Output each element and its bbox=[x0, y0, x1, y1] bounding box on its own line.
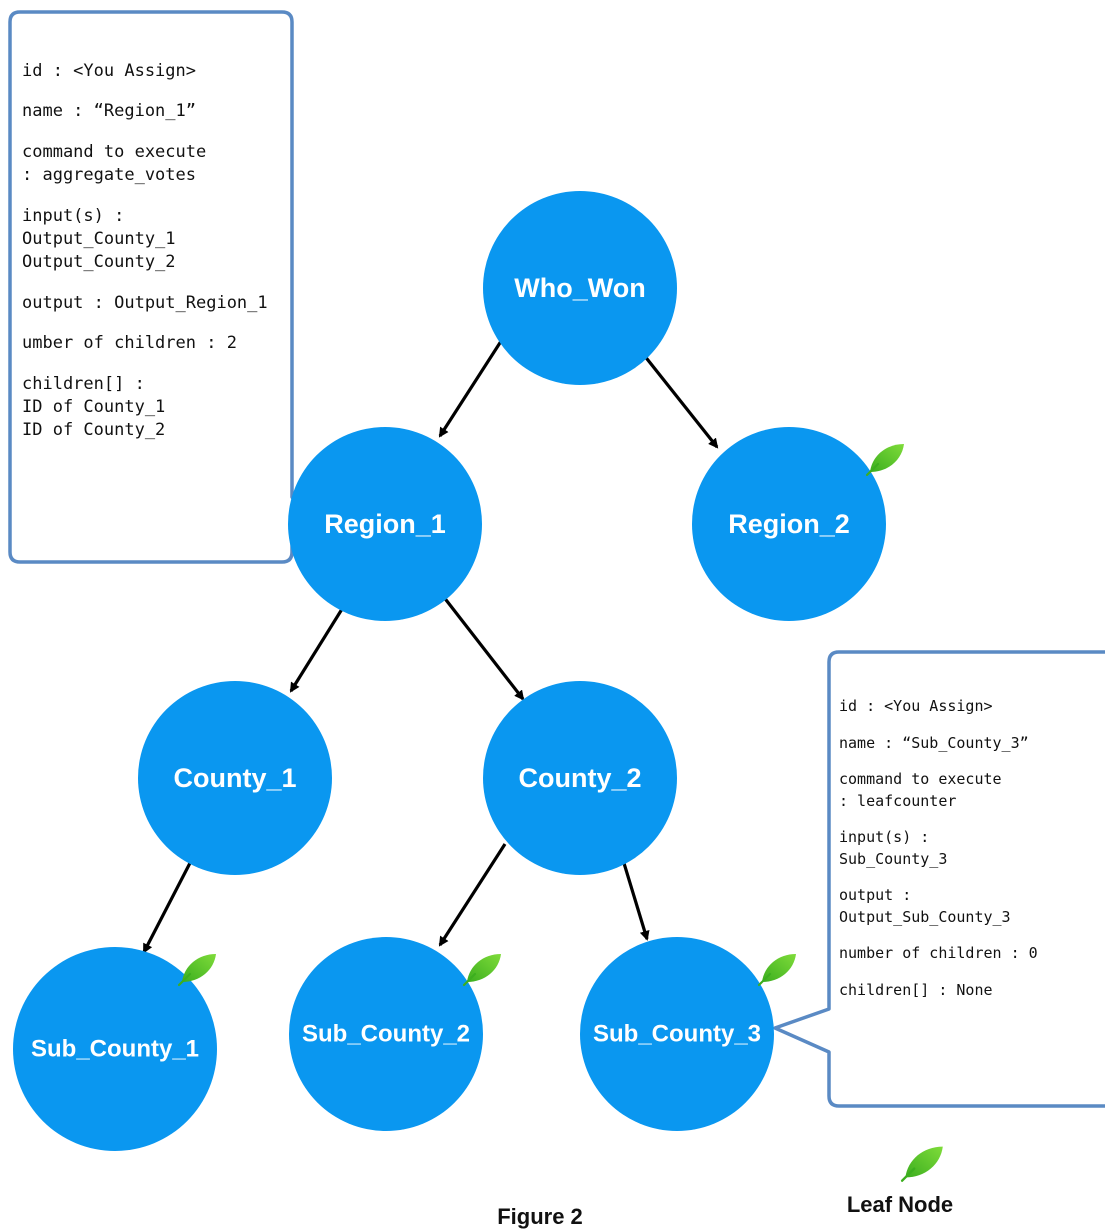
leaf-icon-region-2 bbox=[865, 442, 906, 477]
callout-line: children[] : bbox=[22, 373, 145, 394]
legend-leaf-icon bbox=[900, 1145, 945, 1182]
callout-line bbox=[839, 928, 1038, 943]
callout-line: output : Output_Region_1 bbox=[22, 292, 268, 313]
node-region-2: Region_2 bbox=[692, 427, 886, 621]
callout-line: children[] : None bbox=[839, 980, 993, 999]
node-county-2: County_2 bbox=[483, 681, 677, 875]
edge-who-won-region-2 bbox=[634, 344, 719, 449]
callout-line bbox=[839, 718, 1038, 733]
node-sub-county-3: Sub_County_3 bbox=[580, 937, 774, 1131]
callout-line bbox=[22, 124, 268, 141]
callout-line: id : <You Assign> bbox=[839, 697, 993, 715]
callout-line bbox=[839, 754, 1038, 769]
edge-county-1-sub-county-1 bbox=[142, 862, 192, 954]
figure-caption: Figure 2 bbox=[497, 1204, 583, 1229]
edge-county-2-sub-county-2 bbox=[438, 843, 507, 947]
node-sub-county-1: Sub_County_1 bbox=[13, 947, 217, 1151]
edge-county-2-sub-county-3 bbox=[618, 849, 650, 941]
callout-line bbox=[839, 812, 1038, 827]
sub-county-3-callout-box bbox=[773, 650, 1105, 1108]
node-region-2-label: Region_2 bbox=[728, 509, 850, 539]
callout-line: Output_County_1 bbox=[22, 229, 176, 250]
callout-line: name : “Region_1” bbox=[22, 101, 196, 122]
node-sub-county-2: Sub_County_2 bbox=[289, 937, 483, 1131]
node-county-1-label: County_1 bbox=[173, 763, 296, 793]
node-who-won-label: Who_Won bbox=[514, 273, 645, 303]
callout-line bbox=[22, 188, 268, 205]
leaf-icon-sub-county-1 bbox=[177, 952, 218, 987]
callout-line bbox=[22, 356, 268, 373]
callout-line: name : “Sub_County_3” bbox=[839, 733, 1029, 752]
node-who-won: Who_Won bbox=[483, 191, 677, 385]
callout-line bbox=[22, 315, 268, 332]
node-region-1-label: Region_1 bbox=[324, 509, 446, 539]
callout-line: input(s) : bbox=[839, 828, 930, 846]
callout-line: Output_County_2 bbox=[22, 252, 176, 273]
callout-line: Output_Sub_County_3 bbox=[839, 907, 1011, 926]
node-county-1: County_1 bbox=[138, 681, 332, 875]
node-sub-county-2-label: Sub_County_2 bbox=[302, 1021, 470, 1048]
callout-line: Sub_County_3 bbox=[839, 849, 948, 868]
callout-line: output : bbox=[839, 886, 912, 904]
node-sub-county-3-label: Sub_County_3 bbox=[593, 1021, 761, 1048]
node-region-1: Region_1 bbox=[288, 427, 482, 621]
callout-line: : leafcounter bbox=[839, 791, 957, 810]
callout-line: : aggregate_votes bbox=[22, 165, 196, 186]
leaf-node-legend-label: Leaf Node bbox=[846, 1192, 954, 1217]
leaf-icon-sub-county-3 bbox=[757, 952, 798, 987]
callout-line: ID of County_2 bbox=[22, 420, 166, 441]
region-1-callout-box bbox=[8, 10, 307, 564]
callout-line: umber of children : 2 bbox=[22, 333, 237, 354]
edge-region-1-county-1 bbox=[289, 600, 349, 693]
edge-who-won-region-1 bbox=[438, 334, 507, 438]
callout-line: input(s) : bbox=[22, 205, 125, 226]
callout-line bbox=[839, 965, 1038, 980]
callout-line: number of children : 0 bbox=[839, 944, 1038, 962]
callout-line bbox=[22, 83, 268, 100]
callout-line: command to execute bbox=[839, 770, 1002, 788]
leaf-icon-sub-county-2 bbox=[462, 952, 503, 987]
callout-line: command to execute bbox=[22, 141, 207, 162]
callout-line bbox=[839, 870, 1038, 885]
sub-county-3-callout-text: id : <You Assign> name : “Sub_County_3”co… bbox=[839, 696, 1038, 1001]
region-1-callout-text: id : <You Assign> name : “Region_1”comman… bbox=[22, 60, 268, 443]
edge-region-1-county-2 bbox=[441, 595, 525, 701]
node-sub-county-1-label: Sub_County_1 bbox=[31, 1036, 199, 1063]
callout-line: ID of County_1 bbox=[22, 397, 166, 418]
node-county-2-label: County_2 bbox=[518, 763, 641, 793]
callout-line: id : <You Assign> bbox=[22, 61, 196, 81]
callout-line bbox=[22, 275, 268, 292]
